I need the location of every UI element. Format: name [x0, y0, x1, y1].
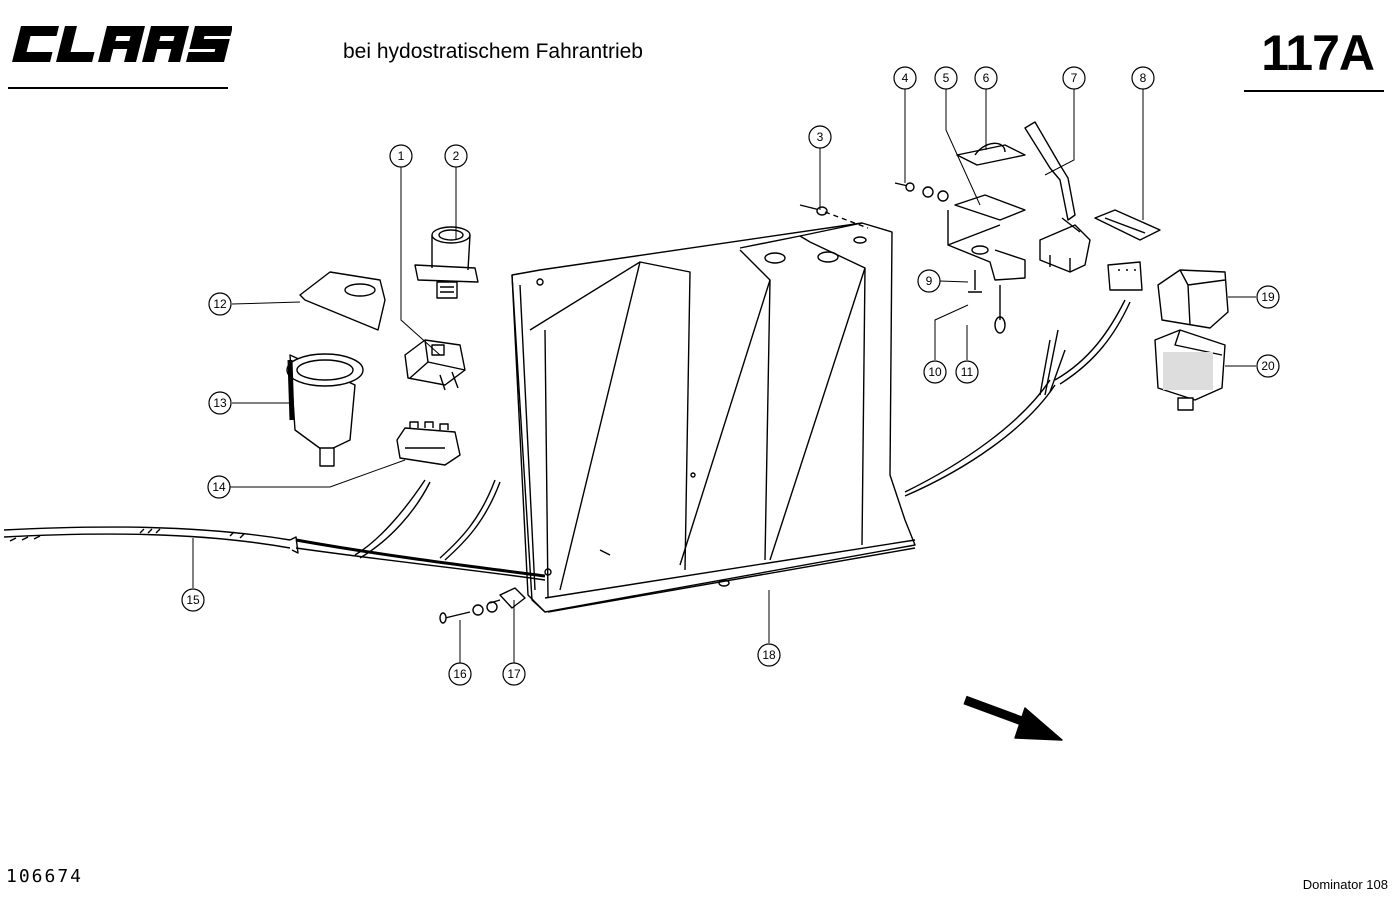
connector-block: [404, 339, 466, 391]
svg-text:14: 14: [212, 480, 226, 494]
ground-terminal: [489, 587, 526, 609]
callout-8: 8: [1131, 66, 1155, 90]
model-name: Dominator 108: [1302, 877, 1388, 892]
header-rule-left: [8, 87, 228, 89]
callout-20: 20: [1256, 354, 1280, 378]
svg-text:5: 5: [943, 71, 950, 85]
relay-base: [1154, 329, 1226, 411]
callout-13: 13: [208, 391, 232, 415]
svg-text:17: 17: [507, 667, 521, 681]
svg-text:12: 12: [213, 297, 227, 311]
svg-text:19: 19: [1261, 290, 1275, 304]
ground-screw: [439, 601, 498, 624]
claas-logo-graphic: [12, 26, 234, 62]
svg-text:13: 13: [213, 396, 227, 410]
svg-text:20: 20: [1261, 359, 1275, 373]
callout-18: 18: [757, 643, 781, 667]
callout-11: 11: [955, 360, 979, 384]
callout-6: 6: [974, 66, 998, 90]
claas-logo: [10, 22, 234, 66]
callout-10: 10: [923, 360, 947, 384]
page-title: bei hydostratischem Fahrantrieb: [343, 40, 643, 63]
svg-text:18: 18: [762, 648, 776, 662]
callout-5: 5: [934, 66, 958, 90]
mounting-bracket: [947, 194, 1026, 334]
bezel-frame: [1094, 209, 1161, 241]
relay-cap: [1157, 269, 1229, 329]
svg-text:6: 6: [983, 71, 990, 85]
svg-text:16: 16: [453, 667, 467, 681]
callout-7: 7: [1062, 66, 1086, 90]
cover-plate: [956, 142, 1026, 166]
svg-text:4: 4: [902, 71, 909, 85]
relay-plug: [1107, 261, 1143, 291]
rotary-switch: [414, 226, 479, 299]
page-number: 117A: [1261, 25, 1375, 81]
screw-and-washers: [894, 182, 949, 202]
svg-text:7: 7: [1071, 71, 1078, 85]
control-lever: [1024, 121, 1091, 273]
protective-boot: [286, 353, 364, 467]
svg-text:10: 10: [928, 365, 942, 379]
callout-4: 4: [893, 66, 917, 90]
svg-text:3: 3: [817, 130, 824, 144]
callout-9: 9: [917, 269, 941, 293]
callout-2: 2: [444, 144, 468, 168]
callout-3: 3: [808, 125, 832, 149]
callout-1: 1: [389, 144, 413, 168]
callout-17: 17: [502, 662, 526, 686]
svg-text:9: 9: [926, 274, 933, 288]
header-rule-right: [1244, 90, 1384, 92]
callout-12: 12: [208, 292, 232, 316]
wiring-harness: [3, 299, 1131, 581]
callout-15: 15: [181, 588, 205, 612]
console-panel: [511, 222, 916, 613]
callout-14: 14: [207, 475, 231, 499]
plug-connector: [396, 421, 461, 466]
svg-text:15: 15: [186, 593, 200, 607]
svg-text:8: 8: [1140, 71, 1147, 85]
svg-text:11: 11: [961, 365, 974, 379]
drawing-number: 106674: [6, 866, 84, 887]
cap-cover: [299, 271, 386, 331]
svg-text:1: 1: [398, 149, 405, 163]
callout-16: 16: [448, 662, 472, 686]
callout-19: 19: [1256, 285, 1280, 309]
direction-arrow: [963, 695, 1063, 741]
svg-text:2: 2: [453, 149, 460, 163]
